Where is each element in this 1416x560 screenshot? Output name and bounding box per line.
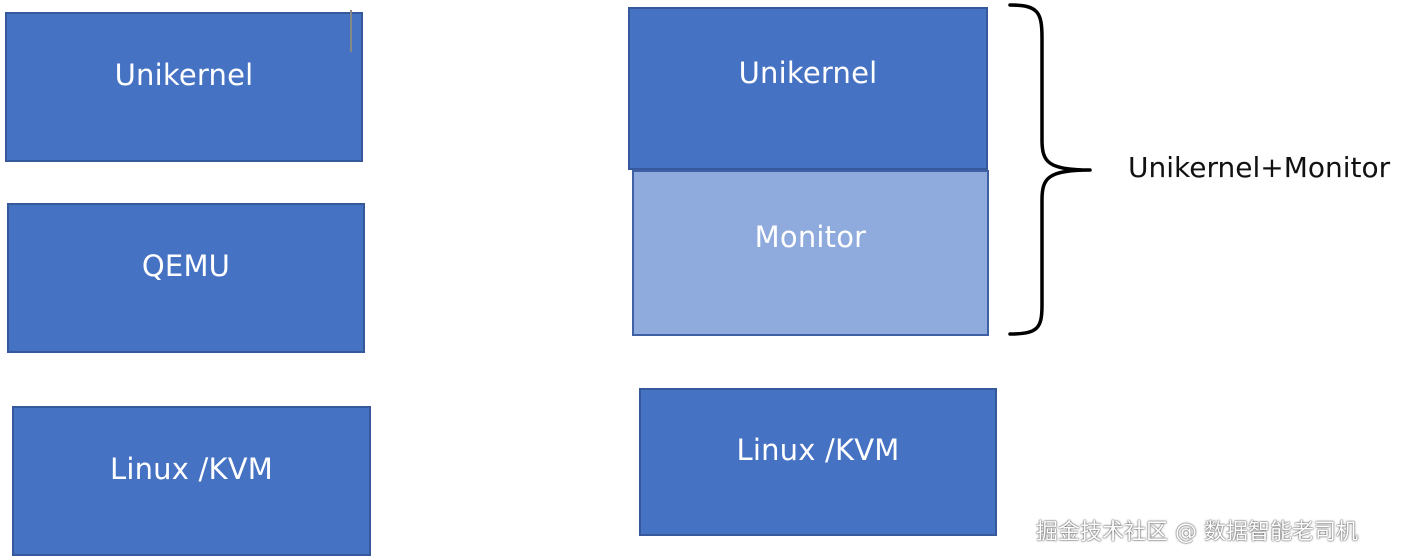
- left-linux-kvm-label: Linux /KVM: [109, 452, 273, 486]
- right-monitor-box: Monitor: [632, 170, 989, 336]
- left-qemu-box: QEMU: [7, 203, 365, 353]
- right-unikernel-label: Unikernel: [738, 55, 878, 90]
- brace-label: Unikernel+Monitor: [1128, 151, 1391, 184]
- curly-brace: [1008, 3, 1092, 336]
- left-qemu-label: QEMU: [141, 249, 231, 283]
- left-unikernel-label: Unikernel: [114, 58, 254, 92]
- right-unikernel-box: Unikernel: [628, 7, 988, 170]
- left-unikernel-box: Unikernel: [5, 12, 363, 162]
- watermark: 掘金技术社区 @ 数据智能老司机: [1036, 520, 1358, 545]
- right-linux-kvm-label: Linux /KVM: [736, 433, 900, 467]
- right-linux-kvm-box: Linux /KVM: [639, 388, 997, 536]
- left-linux-kvm-box: Linux /KVM: [12, 406, 371, 556]
- right-monitor-label: Monitor: [754, 220, 867, 254]
- cursor-mark: [350, 10, 352, 52]
